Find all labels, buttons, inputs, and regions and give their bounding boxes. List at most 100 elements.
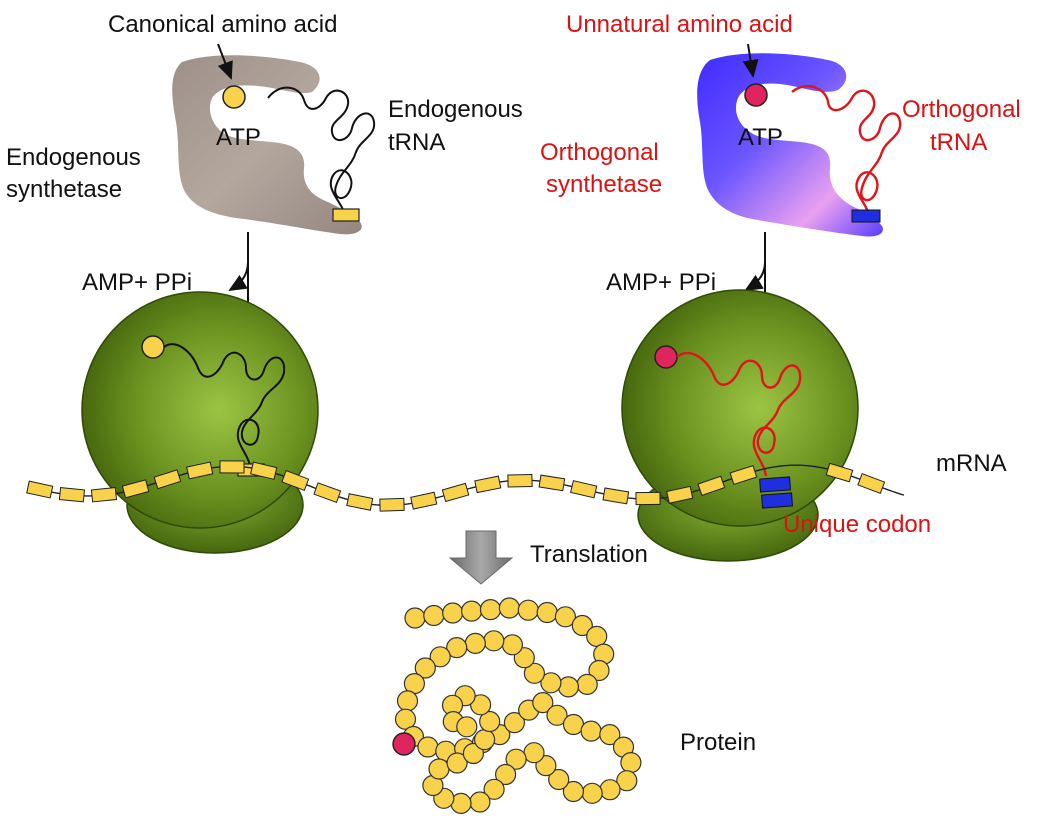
protein-residue (469, 791, 491, 813)
mrna-codon-segment (410, 491, 438, 510)
mrna-codon-segment (570, 480, 598, 499)
unique-codon: Unique codon (759, 476, 931, 538)
mrna-codon-segment (250, 461, 278, 480)
mrna-label: mRNA (936, 450, 1007, 477)
protein-residue (620, 751, 642, 774)
protein-residue (536, 601, 558, 624)
protein-residue (523, 742, 545, 764)
protein-residue (429, 646, 451, 668)
mrna-codon-segment (346, 493, 374, 511)
left-ribosome (81, 291, 319, 554)
right-charging-arrow: AMP+ PPi (606, 232, 773, 340)
protein-residue (588, 659, 610, 682)
translation-arrow: Translation (448, 530, 648, 585)
unique-codon-block-top (759, 476, 791, 493)
mrna-strand (26, 460, 905, 512)
right-unnatural-amino-acid (654, 345, 678, 369)
protein-residue (483, 778, 505, 800)
protein-residue (461, 600, 483, 622)
protein-residue (503, 711, 526, 734)
endogenous-synthetase-shape (172, 55, 362, 235)
protein-residue (554, 606, 577, 628)
endogenous-trna (267, 86, 376, 213)
left-charging-arrow: AMP+ PPi (82, 232, 256, 342)
protein-residue (474, 728, 496, 751)
mrna-codon-segment (474, 475, 502, 494)
mrna-codon-segment (507, 473, 533, 488)
protein-residue (417, 736, 439, 758)
mrna-codon-segment (121, 479, 150, 499)
protein-residue (414, 657, 436, 679)
protein-residue (423, 604, 445, 627)
protein-chain (392, 597, 642, 815)
protein-residue (464, 632, 486, 655)
mrna-codon-segment (58, 487, 86, 503)
protein-residue (599, 723, 621, 746)
orthogonal-synthetase-label-line2: synthetase (546, 171, 662, 198)
protein-unnatural-residue (392, 732, 416, 756)
mrna-codon-segment (26, 480, 54, 499)
orthogonal-synthetase-shape (697, 53, 883, 237)
protein-residue (479, 598, 502, 621)
unnatural-amino-pointer (742, 43, 759, 78)
endogenous-trna-anticodon (332, 208, 360, 222)
mrna-codon-segment (281, 470, 310, 492)
mrna-codon-segment (186, 461, 214, 480)
protein-residue (479, 710, 501, 733)
mrna-codon-segment (602, 487, 630, 505)
endogenous-trna-label-line2: tRNA (388, 129, 445, 156)
protein-residue (470, 694, 492, 716)
left-ribosome-trna (163, 343, 286, 467)
orthogonal-trna-anticodon (851, 209, 881, 223)
protein-residue (557, 676, 580, 698)
endogenous-atp-label: ATP (216, 124, 261, 151)
endogenous-synthetase-group: Canonical amino acid ATP Endogenous tRNA… (6, 11, 523, 235)
canonical-amino-acid-dot (222, 85, 246, 109)
endogenous-trna-label-line1: Endogenous (388, 96, 523, 123)
right-ribosome-trna (676, 351, 802, 477)
mrna-codon-segment (538, 474, 566, 492)
unique-codon-block-bottom (761, 492, 793, 509)
protein-residue (581, 782, 603, 804)
orthogonal-trna-label-line2: tRNA (930, 129, 987, 156)
protein-residue (495, 763, 517, 786)
protein-residue (546, 704, 568, 726)
protein-residue (532, 691, 554, 714)
protein-residue (586, 625, 608, 648)
protein-residue (428, 758, 450, 780)
unnatural-amino-acid-dot (744, 83, 768, 107)
protein-residue (446, 752, 468, 774)
mrna-codon-segment (635, 491, 661, 506)
endogenous-synthetase-label-line1: Endogenous (6, 144, 141, 171)
left-byproduct-label: AMP+ PPi (82, 269, 192, 296)
protein-residue (442, 602, 464, 624)
protein-residue (580, 720, 602, 742)
protein-residue (404, 607, 426, 629)
mrna-codon-segment (153, 469, 182, 490)
canonical-amino-acid-label: Canonical amino acid (108, 11, 337, 38)
protein-residue (394, 708, 417, 730)
orthogonal-atp-label: ATP (738, 124, 783, 151)
endogenous-synthetase-label-line2: synthetase (6, 176, 122, 203)
protein-residue (446, 636, 468, 659)
protein-residue (505, 748, 527, 770)
mrna-codon-segment (379, 497, 405, 512)
mrna-codon-segment (90, 487, 118, 503)
protein-residue (548, 768, 570, 791)
mrna-codon-segment (441, 482, 470, 503)
protein-residue (517, 599, 539, 621)
protein-residue (498, 597, 520, 619)
protein-residue (462, 742, 484, 765)
right-byproduct-label: AMP+ PPi (606, 269, 716, 296)
mrna-codon-segment (666, 485, 694, 504)
orthogonal-synthetase-label-line1: Orthogonal (540, 139, 659, 166)
mrna-codon-segment (857, 473, 886, 495)
unnatural-amino-acid-label: Unnatural amino acid (566, 11, 793, 38)
protein-residue (501, 634, 524, 656)
protein-residue (456, 716, 478, 738)
protein-label: Protein (680, 729, 756, 756)
orthogonal-synthetase-group: Unnatural amino acid ATP Orthogonal tRNA… (540, 11, 1021, 237)
protein-residue (562, 780, 585, 803)
mrna-codon-segment (219, 460, 245, 474)
left-canonical-amino-acid (141, 335, 165, 359)
